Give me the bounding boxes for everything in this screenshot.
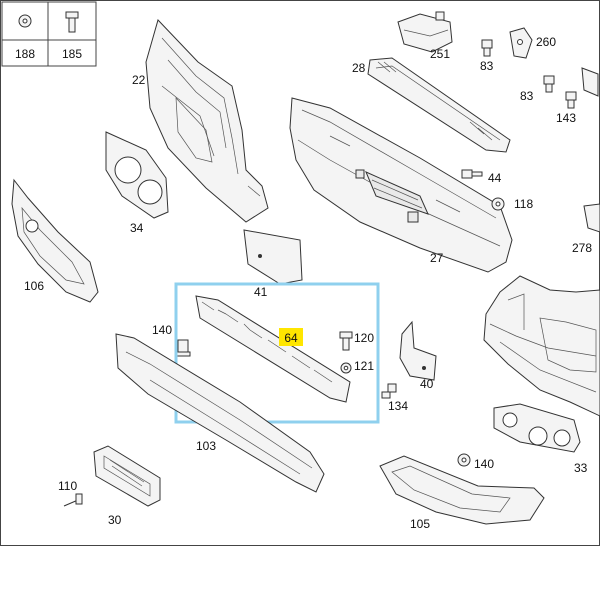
callout-106: 106 (24, 279, 44, 293)
pin-110[interactable] (63, 493, 83, 507)
callout-121: 121 (354, 359, 374, 373)
callout-33: 33 (574, 461, 588, 475)
part-33-lamp-panel[interactable] (493, 403, 581, 453)
part-edge-bracket (581, 67, 599, 97)
callout-40: 40 (420, 377, 434, 391)
callout-27: 27 (430, 251, 444, 265)
part-40-bracket[interactable] (399, 320, 437, 381)
screw-120[interactable] (339, 331, 353, 351)
part-106-lamp-cover[interactable] (11, 178, 99, 303)
washer-121[interactable] (340, 362, 352, 374)
legend-box-188[interactable]: 188 (1, 1, 49, 67)
part-30-grille[interactable] (93, 445, 161, 507)
callout-44: 44 (488, 171, 502, 185)
clip-140-upper[interactable] (175, 339, 191, 357)
part-34-lamp-bezel[interactable] (105, 131, 169, 219)
callout-140-lower: 140 (474, 457, 494, 471)
part-251-bracket[interactable] (397, 11, 453, 53)
callout-28: 28 (352, 61, 366, 75)
part-278-edge[interactable] (583, 203, 600, 233)
part-105-lamp-cover[interactable] (379, 455, 545, 525)
callout-260: 260 (536, 35, 556, 49)
callout-83-upper: 83 (480, 59, 494, 73)
callout-105: 105 (410, 517, 430, 531)
legend-label: 185 (62, 47, 82, 61)
callout-83-lower: 83 (520, 89, 534, 103)
callout-251: 251 (430, 47, 450, 61)
callout-134: 134 (388, 399, 408, 413)
part-27-bumper[interactable] (289, 97, 513, 273)
screw-44[interactable] (461, 169, 483, 179)
callout-278: 278 (572, 241, 592, 255)
callout-22: 22 (132, 73, 146, 87)
bolt-icon (65, 11, 79, 33)
legend-label: 188 (15, 47, 35, 61)
callout-34: 34 (130, 221, 144, 235)
part-28-bar[interactable] (367, 57, 511, 153)
part-260-bracket[interactable] (509, 27, 533, 59)
part-64-trim-strip[interactable] (195, 295, 351, 403)
callout-110: 110 (58, 479, 77, 493)
callout-103: 103 (196, 439, 216, 453)
nut-140-lower[interactable] (457, 453, 471, 467)
callout-30: 30 (108, 513, 122, 527)
part-22-side-panel[interactable] (145, 19, 269, 223)
screw-143[interactable] (565, 91, 577, 109)
screw-134[interactable] (381, 383, 397, 399)
selected-part-label[interactable]: 64 (284, 331, 298, 345)
selection-frame (174, 282, 380, 424)
callout-143: 143 (556, 111, 576, 125)
screw-83-lower[interactable] (543, 75, 555, 93)
part-fender-structure[interactable] (483, 275, 600, 417)
selected-part-highlight (279, 328, 303, 346)
callout-41: 41 (254, 285, 268, 299)
legend-box-185[interactable]: 185 (47, 1, 97, 67)
part-103-sill[interactable] (115, 333, 325, 493)
callout-140-upper: 140 (152, 323, 172, 337)
callout-118: 118 (514, 197, 533, 211)
callout-120: 120 (354, 331, 374, 345)
washer-icon (18, 14, 32, 28)
part-41-plate[interactable] (243, 229, 303, 285)
screw-83-upper[interactable] (481, 39, 493, 57)
nut-118[interactable] (491, 197, 505, 211)
